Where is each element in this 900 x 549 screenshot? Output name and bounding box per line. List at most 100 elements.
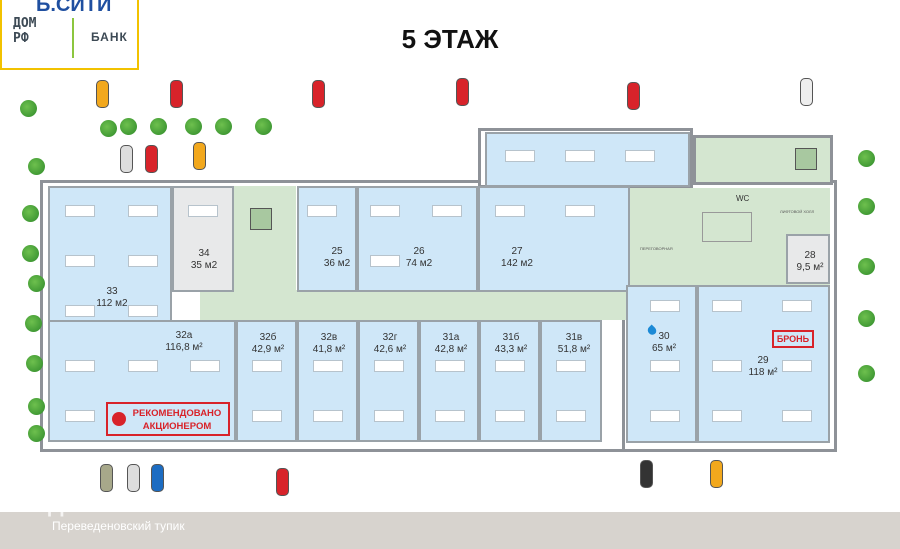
desk-cluster <box>65 360 95 372</box>
room-area: 42,6 м² <box>373 344 407 355</box>
desk-cluster <box>712 300 742 312</box>
desk-cluster <box>650 410 680 422</box>
desk-cluster <box>65 205 95 217</box>
street-band <box>0 512 900 549</box>
desk-cluster <box>374 410 404 422</box>
room-area: 9,5 м² <box>796 262 824 273</box>
stair-hall <box>232 186 296 292</box>
tree-icon <box>22 245 39 262</box>
car-icon <box>170 80 183 108</box>
desk-cluster <box>435 410 465 422</box>
desk-cluster <box>252 360 282 372</box>
car-icon <box>627 82 640 110</box>
room-area: 65 м² <box>651 343 677 354</box>
street-name: Переведеновский тупик <box>52 519 185 533</box>
desk-cluster <box>495 410 525 422</box>
logo: Б.СИТИ ДОМ РФ БАНК <box>0 0 139 70</box>
lift-hall-label: ЛИФТОВОЙ ХОЛЛ <box>780 209 815 214</box>
desk-cluster <box>370 205 400 217</box>
room-area: 42,9 м² <box>251 344 285 355</box>
bank-label: БАНК <box>91 30 128 44</box>
car-icon <box>276 468 289 496</box>
desk-cluster <box>565 205 595 217</box>
desk-cluster <box>128 305 158 317</box>
tree-icon <box>858 150 875 167</box>
desk-cluster <box>370 255 400 267</box>
desk-cluster <box>65 305 95 317</box>
tree-icon <box>25 315 42 332</box>
recommended-badge: РЕКОМЕНДОВАНО АКЦИОНЕРОМ <box>106 402 230 436</box>
room-area: 74 м2 <box>405 258 433 269</box>
tree-icon <box>26 355 43 372</box>
desk-cluster <box>313 360 343 372</box>
corridor <box>200 290 630 320</box>
desk-cluster <box>374 360 404 372</box>
elevator-icon <box>795 148 817 170</box>
wc-label: WC <box>736 194 750 203</box>
tree-icon <box>28 275 45 292</box>
reserved-badge: БРОНЬ <box>772 330 814 348</box>
room-area: 41,8 м² <box>312 344 346 355</box>
desk-cluster <box>712 360 742 372</box>
desk-cluster <box>650 360 680 372</box>
room-number: 25 <box>331 246 343 257</box>
desk-cluster <box>782 360 812 372</box>
room-area: 43,3 м² <box>494 344 528 355</box>
room-number: 32в <box>320 332 338 343</box>
divider <box>72 18 74 58</box>
desk-cluster <box>188 205 218 217</box>
desk-cluster <box>65 255 95 267</box>
car-icon <box>193 142 206 170</box>
tree-icon <box>20 100 37 117</box>
desk-cluster <box>495 205 525 217</box>
room-number: 27 <box>511 246 523 257</box>
room-area: 51,8 м² <box>557 344 591 355</box>
room-area: 116,8 м² <box>165 342 203 353</box>
room-number: 30 <box>658 331 670 342</box>
desk-cluster <box>556 410 586 422</box>
dom-rf-logo: ДОМ РФ <box>13 16 37 46</box>
car-icon <box>120 145 133 173</box>
tree-icon <box>150 118 167 135</box>
room-number: 28 <box>804 250 816 261</box>
car-icon <box>456 78 469 106</box>
tree-icon <box>858 258 875 275</box>
room-area: 112 м2 <box>96 298 128 309</box>
floor-title: 5 ЭТАЖ <box>401 24 499 54</box>
desk-cluster <box>650 300 680 312</box>
room-number: 29 <box>757 355 769 366</box>
room-number: 31а <box>442 332 460 343</box>
tree-icon <box>185 118 202 135</box>
desk-cluster <box>65 410 95 422</box>
shareholder-icon <box>112 412 126 426</box>
desk-cluster <box>128 360 158 372</box>
desk-cluster <box>505 150 535 162</box>
desk-cluster <box>712 410 742 422</box>
tree-icon <box>120 118 137 135</box>
car-icon <box>127 464 140 492</box>
elevator-icon <box>250 208 272 230</box>
desk-cluster <box>128 205 158 217</box>
tree-icon <box>28 158 45 175</box>
car-icon <box>800 78 813 106</box>
desk-cluster <box>625 150 655 162</box>
tree-icon <box>858 365 875 382</box>
wc-stalls <box>702 212 752 242</box>
tree-icon <box>100 120 117 137</box>
room-number: 32б <box>259 332 277 343</box>
car-icon <box>145 145 158 173</box>
room-number: 31б <box>502 332 520 343</box>
desk-cluster <box>313 410 343 422</box>
desk-cluster <box>495 360 525 372</box>
